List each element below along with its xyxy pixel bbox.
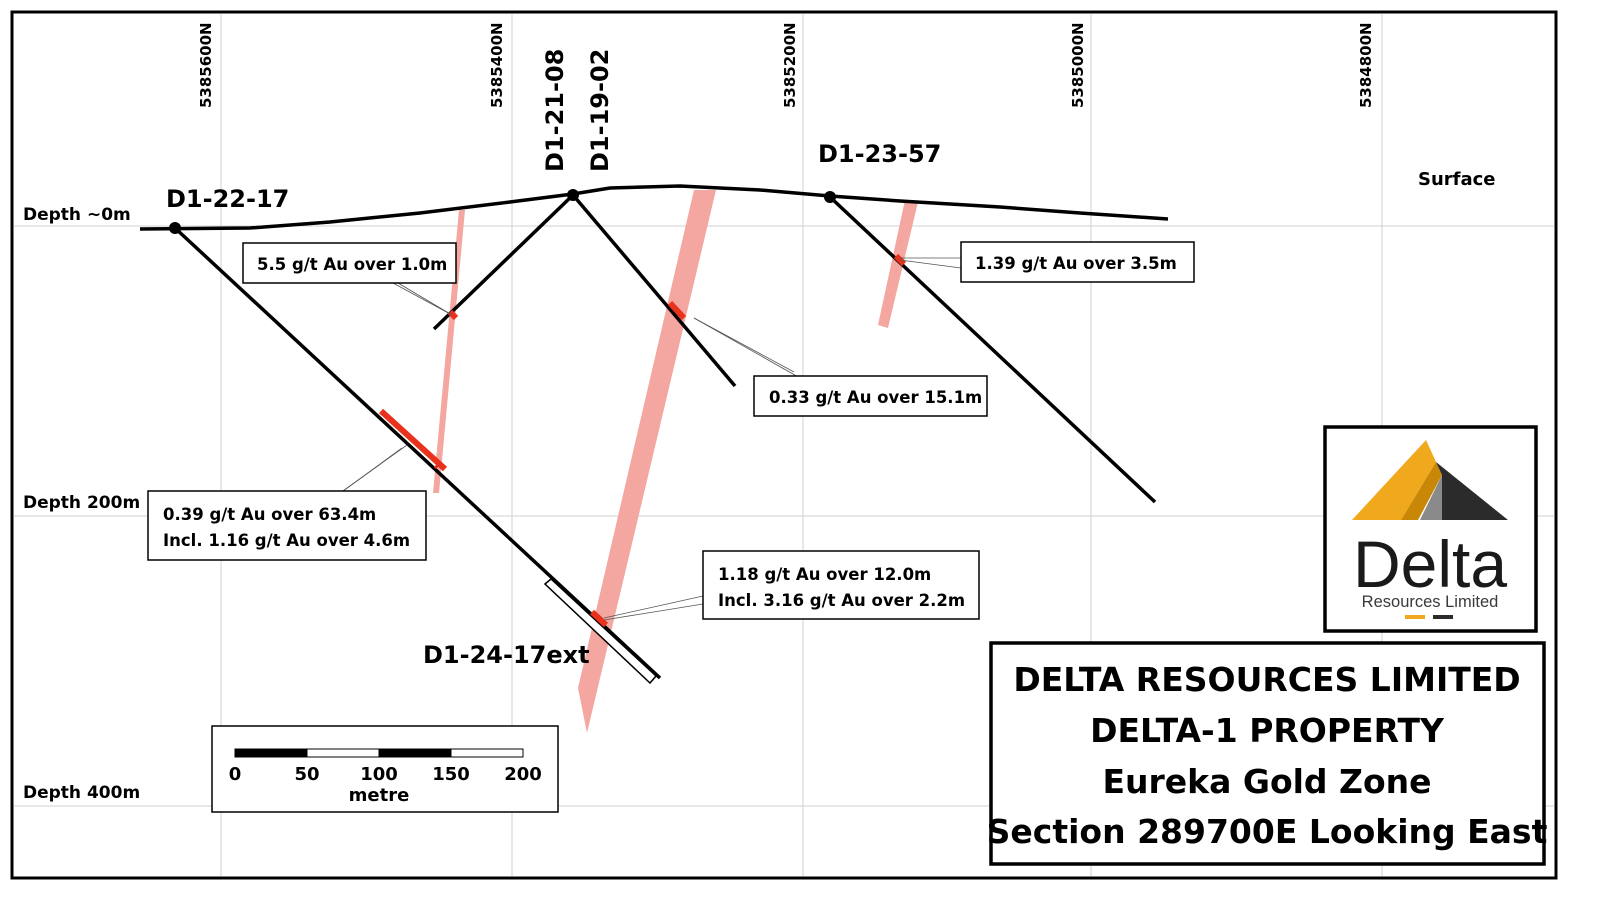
drill-holes [173,193,1157,680]
scale-tick-150: 150 [432,764,470,785]
collar-d1-21-08 [567,189,579,201]
topography-surface [139,184,1169,231]
callout-5-5: 5.5 g/t Au over 1.0m [242,242,457,284]
title-property: DELTA-1 PROPERTY [1090,711,1445,750]
callout-box-0-33 [753,375,988,417]
hole-label-d1-19-02: D1-19-02 [586,49,614,172]
intercept-marks [378,253,907,628]
scale-seg-2 [306,748,380,758]
callout-text-1-18-line1: 1.18 g/t Au over 12.0m [718,565,931,584]
scale-tick-50: 50 [294,764,319,785]
northing-label-4: 5385000N [1069,22,1087,108]
collar-d1-23-57 [824,191,836,203]
title-frame [989,641,1546,866]
northing-label-1: 5385600N [197,22,215,108]
logo-pyramid-grey [1420,475,1442,520]
callout-text-1-39: 1.39 g/t Au over 3.5m [975,254,1177,273]
northing-labels: 5385600N 5385400N 5385200N 5385000N 5384… [197,22,1375,108]
leader-1-18-b [603,603,704,621]
scale-seg-3 [378,748,452,758]
scale-tick-200: 200 [504,764,542,785]
zone-west [433,210,465,493]
drill-trace-d1-21-08 [432,193,575,331]
depth-label-200: Depth 200m [23,493,140,513]
depth-label-400: Depth 400m [23,783,140,803]
callout-text-0-33: 0.33 g/t Au over 15.1m [769,388,982,407]
callout-box-5-5 [242,242,457,284]
callout-leaders [342,257,962,621]
northing-label-2: 5385400N [488,22,506,108]
intercept-mark-0-39 [378,408,448,472]
intercept-mark-0-33 [667,300,687,321]
leader-0-33-b [693,317,795,373]
drill-trace-d1-22-17 [173,226,662,680]
callout-box-0-39 [147,490,427,561]
scale-tick-100: 100 [360,764,398,785]
logo-accent-gold [1405,615,1425,619]
title-company: DELTA RESOURCES LIMITED [1013,660,1520,699]
title-block: DELTA RESOURCES LIMITED DELTA-1 PROPERTY… [987,641,1548,866]
hole-label-d1-23-57: D1-23-57 [818,140,941,168]
logo-pyramid-gold [1352,440,1436,520]
zone-central [578,190,716,733]
drill-trace-d1-19-02 [571,193,737,388]
mineralized-zones [433,190,918,733]
scale-bar: 0 50 100 150 200 metre [211,725,559,813]
logo-pyramid-dark [1436,462,1508,520]
intercept-mark-5-5 [447,309,459,321]
hole-label-d1-22-17: D1-22-17 [166,185,289,213]
zone-east [878,200,918,328]
depth-labels: Depth ~0m Depth 200m Depth 400m [23,205,140,803]
leader-0-39-b [342,447,403,492]
callout-1-39: 1.39 g/t Au over 3.5m [960,241,1195,283]
leader-5-5-b [397,282,453,316]
depth-label-0: Depth ~0m [23,205,131,225]
drill-trace-d1-23-57 [828,195,1157,504]
logo-subtitle: Resources Limited [1362,593,1499,611]
collars [169,189,836,234]
logo-accent-dark [1433,615,1453,619]
surface-label: Surface [1418,169,1496,190]
leader-0-33-a [693,317,801,379]
leader-1-39-b [899,259,962,269]
title-zone: Eureka Gold Zone [1102,762,1431,801]
company-logo: Delta Resources Limited [1323,425,1538,633]
collar-d1-22-17 [169,222,181,234]
callout-text-5-5: 5.5 g/t Au over 1.0m [257,255,447,274]
callout-box-1-18 [702,550,980,620]
leader-5-5-a [392,282,453,316]
northing-label-3: 5385200N [781,22,799,108]
scale-unit: metre [349,785,410,806]
scale-seg-1 [234,748,308,758]
callout-0-33: 0.33 g/t Au over 15.1m [753,375,988,417]
extension-outline-d1-24-17ext [543,578,658,685]
hole-label-d1-24-17ext: D1-24-17ext [423,641,590,669]
intercept-mark-1-18 [589,609,609,628]
hole-label-d1-21-08: D1-21-08 [541,49,569,172]
callout-text-0-39-line2: Incl. 1.16 g/t Au over 4.6m [163,531,410,550]
leader-1-18-a [603,595,704,619]
scale-tick-0: 0 [229,764,242,785]
logo-name: Delta [1353,527,1507,601]
hole-labels: D1-22-17 D1-21-08 D1-19-02 D1-23-57 D1-2… [166,49,941,669]
logo-pyramid-gold-shade [1401,462,1442,520]
callout-1-18: 1.18 g/t Au over 12.0m Incl. 3.16 g/t Au… [702,550,980,620]
scale-bar-frame [211,725,559,813]
northing-label-5: 5384800N [1357,22,1375,108]
scale-seg-4 [450,748,524,758]
intercept-tick-1-16 [433,460,443,470]
callout-0-39: 0.39 g/t Au over 63.4m Incl. 1.16 g/t Au… [147,490,427,561]
title-section: Section 289700E Looking East [987,812,1548,851]
callout-text-1-18-line2: Incl. 3.16 g/t Au over 2.2m [718,591,965,610]
callout-text-0-39-line1: 0.39 g/t Au over 63.4m [163,505,376,524]
callout-box-1-39 [960,241,1195,283]
